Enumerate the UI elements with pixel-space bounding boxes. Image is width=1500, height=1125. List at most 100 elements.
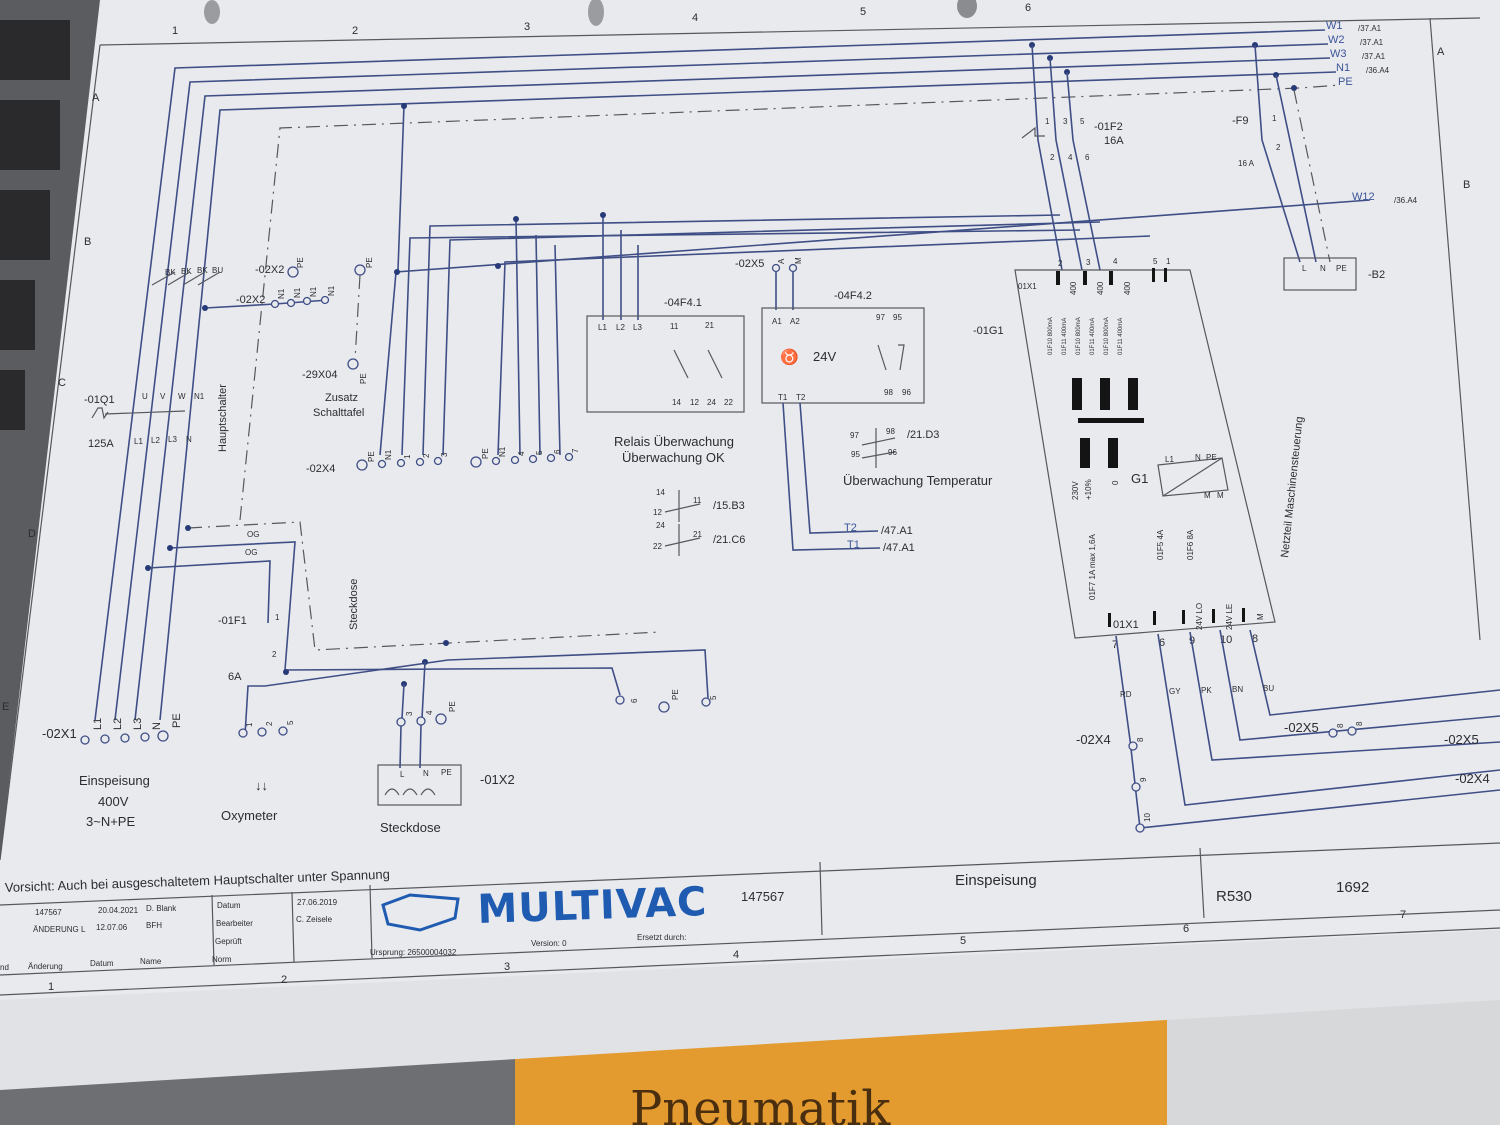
schematic-line: [0, 927, 1500, 996]
schematic-line: [1249, 629, 1500, 716]
schematic-line: [239, 84, 1341, 521]
schematic-line: [104, 410, 186, 415]
psu-x4-terms-0-label: 8: [1136, 737, 1145, 742]
feed-x1-terms-0-label: L1: [92, 718, 104, 730]
psu-x1-top-2-label: 4: [1113, 257, 1118, 266]
socket-f1-pins-1-label: 2: [272, 650, 277, 659]
schematic-line: [554, 244, 561, 456]
title-block-rev-rows-0-2-label: D. Blank: [146, 904, 177, 913]
title-block-version-label: Version: 0: [531, 939, 567, 948]
terminal-circle: [771, 263, 781, 273]
relay1-name-label: -04F4.1: [664, 297, 702, 309]
terminal-circle: [257, 727, 267, 737]
terminal-circle: [354, 264, 366, 276]
schematic-line: [397, 104, 405, 271]
feed-x4-terms-5-label: PE: [481, 448, 490, 459]
socket-x2-terms-0-label: 3: [405, 711, 414, 716]
relay2-bottom-pins-1-label: T2: [796, 393, 806, 402]
main-switch-feed: BK BK BK BU -02X2 -02X2 N1 N1 N1 N1 PE P…: [84, 257, 374, 475]
psu-f7-label: 01F7 1A max 1,6A: [1088, 534, 1097, 600]
relay1-contact1-1-label: 11: [693, 496, 702, 505]
psu-x4b-label: -02X4: [1455, 771, 1490, 786]
psu-fuses-0-label: 01F10 800mA: [1048, 317, 1054, 355]
feed-x4-terms-8-label: 5: [535, 450, 544, 455]
psu-x5b-label: -02X5: [1444, 732, 1479, 747]
terminal-circle: [157, 730, 169, 742]
schematic-line: [419, 724, 422, 769]
schematic-line: [664, 503, 701, 513]
sheet-columns-bottom-5-label: 6: [1183, 923, 1189, 935]
terminal-circle: [396, 458, 406, 468]
schematic-line: [291, 891, 295, 963]
schematic-line: [0, 280, 35, 350]
sheet-rows-right-0-label: A: [1437, 46, 1445, 58]
psu-f9-label: -F9: [1232, 115, 1249, 127]
feed-infeed-l2-label: 400V: [98, 794, 129, 809]
schematic-line: [1072, 378, 1082, 410]
relay2-voltage-label: 24V: [813, 349, 836, 364]
junction-dot: [394, 269, 400, 275]
psu-g1-pins-3-label: M: [1204, 491, 1211, 500]
terminal-circle: [1135, 823, 1145, 833]
psu-fuses-3-label: 01F11 400mA: [1090, 318, 1096, 355]
feed-x1-terms-3-label: N: [151, 722, 163, 730]
feed-q1-bottom-2-label: L3: [168, 435, 177, 444]
terminal-circle: [286, 298, 296, 308]
psu-x4-terms-2-label: 10: [1143, 813, 1152, 822]
terminal-circle: [396, 717, 406, 727]
schematic-line: [1109, 271, 1113, 285]
signals-ref-37a1-label: /37.A1: [1360, 38, 1384, 47]
socket-oxy-terms-1-label: 2: [265, 721, 274, 726]
feed-pe-label: PE: [365, 257, 374, 268]
schematic-line: [422, 214, 1061, 456]
sheet-columns-bottom-4-label: 5: [960, 935, 966, 947]
schematic-line: [0, 190, 50, 260]
psu-out-0-label: 0: [1111, 480, 1120, 485]
relay1-caption2-label: Überwachung OK: [622, 450, 725, 465]
title-block-page-label: 1692: [1336, 879, 1369, 896]
psu-f2-pins-3-label: 2: [1050, 153, 1055, 162]
junction-dot: [600, 212, 606, 218]
terminal-circle: [435, 713, 447, 725]
feed-x4-label: -02X4: [306, 463, 335, 475]
schematic-line: [1189, 631, 1500, 761]
psu-b2-label: -B2: [1368, 269, 1385, 281]
relay2-top-pins-3-label: 95: [893, 313, 902, 322]
relay2-x5-terms-1-label: M: [794, 257, 803, 264]
feed-x4-terms-7-label: 4: [517, 451, 526, 456]
feed-main-switch-label: Hauptschalter: [217, 384, 229, 452]
socket-section: OG OG Steckdose -01F1 1 2 6A 1 2 5 ↓↓ Ox…: [145, 521, 718, 835]
feed-x1-terms-2-label: L3: [132, 718, 144, 730]
socket-og-label: OG: [247, 530, 259, 539]
temperature-icon: ♉: [780, 348, 799, 366]
schematic-line: [497, 235, 1151, 456]
sheet-columns-top-5-label: 6: [1025, 2, 1031, 14]
psu-f9-pins-1-label: 2: [1276, 143, 1281, 152]
relay1-bottom-pins-1-label: 12: [690, 398, 699, 407]
psu-out-230-label: 230V: [1071, 481, 1080, 500]
relay2-bottom-pins-2-label: 98: [884, 388, 893, 397]
feed-x4-terms-1-label: N1: [384, 449, 393, 460]
feed-infeed-l1-label: Einspeisung: [79, 773, 150, 788]
relay1-contact2-1-label: 21: [693, 530, 702, 539]
schematic-line: [664, 537, 701, 547]
feed-wire-colors-2-label: BK: [197, 266, 208, 275]
schematic-line: [204, 0, 220, 24]
relay2-ref-47a1-label: /47.A1: [881, 525, 913, 537]
psu-g1-label: G1: [1131, 471, 1148, 486]
schematic-line: [134, 57, 1331, 721]
schematic-line: [761, 307, 925, 404]
terminal-circle: [347, 358, 359, 370]
title-block-rev-rows-0-0-label: 147567: [35, 908, 62, 917]
psu-f2-pins-0-label: 1: [1045, 117, 1050, 126]
psu-x5a-terms-1-label: 8: [1355, 721, 1364, 726]
title-block-brand-label: MULTIVAC: [477, 879, 708, 933]
feed-wire-colors-1-label: BK: [181, 267, 192, 276]
socket-f1-pins-0-label: 1: [275, 613, 280, 622]
psu-f2-rating-label: 16A: [1104, 135, 1124, 147]
signals-pe-label: PE: [1338, 76, 1353, 88]
title-block-origin-label: Ursprung: 26500004032: [370, 948, 457, 957]
title-block-fields-2-label: Geprüft: [215, 937, 242, 946]
socket-right-terms-0-label: 6: [630, 698, 639, 703]
